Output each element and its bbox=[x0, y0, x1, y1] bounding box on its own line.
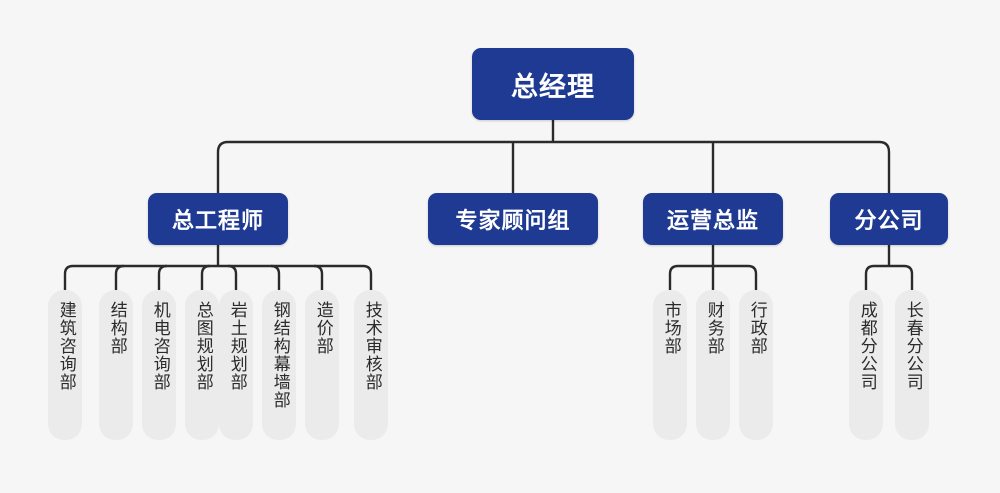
node-branch-company-label: 分公司 bbox=[854, 209, 924, 234]
leaf-master-plan[interactable]: 总图规划部 bbox=[185, 290, 219, 440]
leaf-changchun-branch[interactable]: 长春分公司 bbox=[895, 290, 929, 440]
leaf-changchun-branch-label: 长春分公司 bbox=[902, 301, 923, 391]
leaf-marketing[interactable]: 市场部 bbox=[653, 290, 687, 440]
connector-ce-leaf-4 bbox=[200, 264, 211, 290]
leaf-administration[interactable]: 行政部 bbox=[739, 290, 773, 440]
leaf-mechanical-electrical-consulting-label: 机电咨询部 bbox=[149, 301, 170, 391]
connector-ce-bus bbox=[63, 264, 373, 290]
leaf-mechanical-electrical-consulting[interactable]: 机电咨询部 bbox=[142, 290, 176, 440]
leaf-structure-label: 结构部 bbox=[106, 301, 127, 355]
node-root[interactable]: 总经理 bbox=[472, 48, 634, 120]
node-chief-engineer[interactable]: 总工程师 bbox=[148, 193, 288, 245]
connector-branch-bus bbox=[864, 264, 914, 290]
leaf-geotechnical-planning[interactable]: 岩土规划部 bbox=[219, 290, 253, 440]
leaf-finance-label: 财务部 bbox=[703, 301, 724, 355]
leaf-marketing-label: 市场部 bbox=[660, 301, 681, 355]
leaf-administration-label: 行政部 bbox=[746, 301, 767, 355]
leaf-architecture-consulting-label: 建筑咨询部 bbox=[55, 301, 76, 391]
leaf-master-plan-label: 总图规划部 bbox=[192, 301, 213, 391]
connector-ce-leaf-3 bbox=[157, 264, 168, 290]
node-operations-director-label: 运营总监 bbox=[666, 209, 759, 234]
leaf-structure[interactable]: 结构部 bbox=[99, 290, 133, 440]
leaf-finance[interactable]: 财务部 bbox=[696, 290, 730, 440]
connector-ce-leaf-2 bbox=[114, 264, 125, 290]
node-expert-advisory-group[interactable]: 专家顾问组 bbox=[428, 193, 598, 245]
node-operations-director[interactable]: 运营总监 bbox=[643, 193, 783, 245]
leaf-chengdu-branch-label: 成都分公司 bbox=[856, 301, 877, 391]
node-expert-advisory-group-label: 专家顾问组 bbox=[455, 209, 571, 234]
connector-ce-leaf-6 bbox=[270, 264, 281, 290]
node-branch-company[interactable]: 分公司 bbox=[830, 193, 948, 245]
leaf-chengdu-branch[interactable]: 成都分公司 bbox=[849, 290, 883, 440]
leaf-technical-review-label: 技术审核部 bbox=[361, 301, 382, 391]
connector-ce-leaf-7 bbox=[313, 264, 324, 290]
leaf-technical-review[interactable]: 技术审核部 bbox=[354, 290, 388, 440]
leaf-steel-structure-curtain-wall[interactable]: 钢结构幕墙部 bbox=[262, 290, 296, 440]
node-root-label: 总经理 bbox=[511, 71, 595, 103]
leaf-steel-structure-curtain-wall-label: 钢结构幕墙部 bbox=[269, 301, 290, 409]
leaf-geotechnical-planning-label: 岩土规划部 bbox=[226, 301, 247, 391]
leaf-cost-estimation[interactable]: 造价部 bbox=[305, 290, 339, 440]
connector-ce-leaf-5 bbox=[227, 264, 238, 290]
leaf-architecture-consulting[interactable]: 建筑咨询部 bbox=[48, 290, 82, 440]
node-chief-engineer-label: 总工程师 bbox=[171, 209, 264, 234]
connector-ops-bus bbox=[668, 264, 758, 290]
connector-bus-level2 bbox=[216, 140, 891, 193]
leaf-cost-estimation-label: 造价部 bbox=[312, 301, 333, 355]
